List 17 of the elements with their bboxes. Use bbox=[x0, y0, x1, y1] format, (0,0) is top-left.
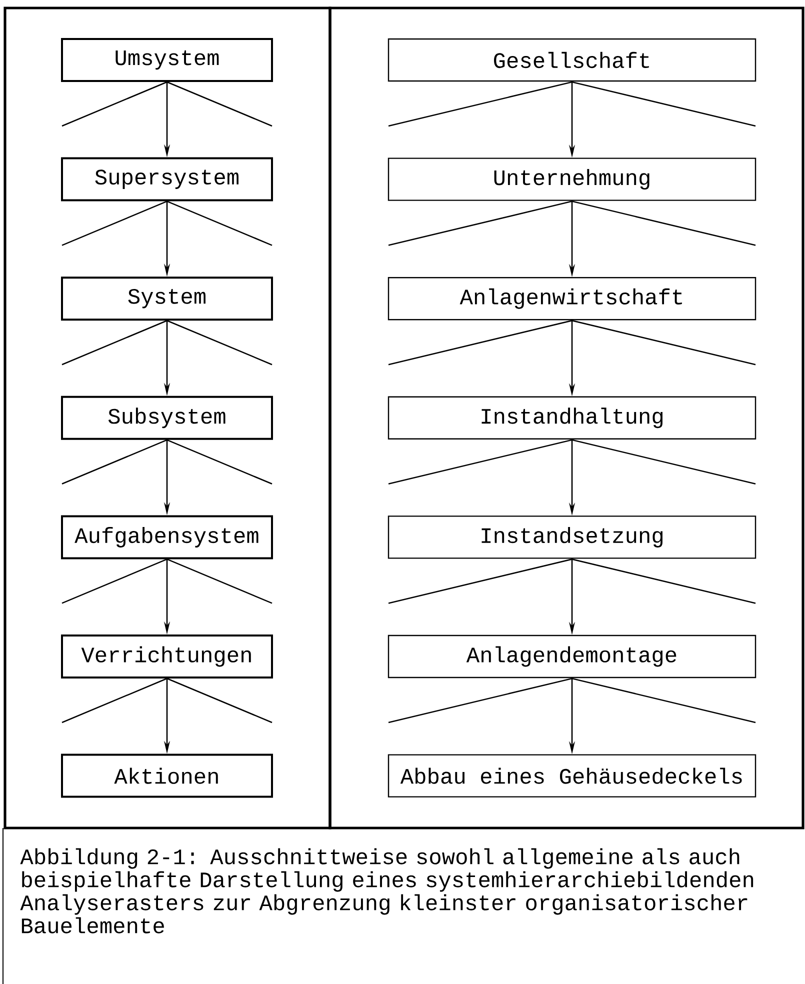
level-box: Instandhaltung bbox=[388, 396, 756, 440]
panel-frame bbox=[4, 6, 332, 830]
panel-frame bbox=[328, 6, 804, 830]
level-box: Verrichtungen bbox=[61, 634, 273, 678]
level-box: Supersystem bbox=[61, 157, 273, 202]
level-box: Gesellschaft bbox=[388, 38, 756, 82]
level-box: Unternehmung bbox=[388, 158, 756, 201]
level-box: Abbau eines Gehäusedeckels bbox=[388, 754, 756, 798]
level-box: Aufgabensystem bbox=[61, 515, 273, 560]
level-box: Anlagenwirtschaft bbox=[388, 277, 756, 320]
level-box: Subsystem bbox=[61, 396, 273, 440]
level-box: Umsystem bbox=[61, 38, 273, 82]
level-box: Instandsetzung bbox=[388, 516, 756, 559]
level-box: Aktionen bbox=[61, 754, 273, 798]
level-box: System bbox=[61, 276, 273, 321]
caption: Abbildung 2-1: Ausschnittweise sowohl allgemeine als auch beispielhafte Darstellung eines systemhierarchiebildenden Analyserasters zur Abgrenzung kleinster organisatorischer Bauelemente bbox=[20, 848, 754, 934]
level-box: Anlagendemontage bbox=[388, 634, 756, 678]
